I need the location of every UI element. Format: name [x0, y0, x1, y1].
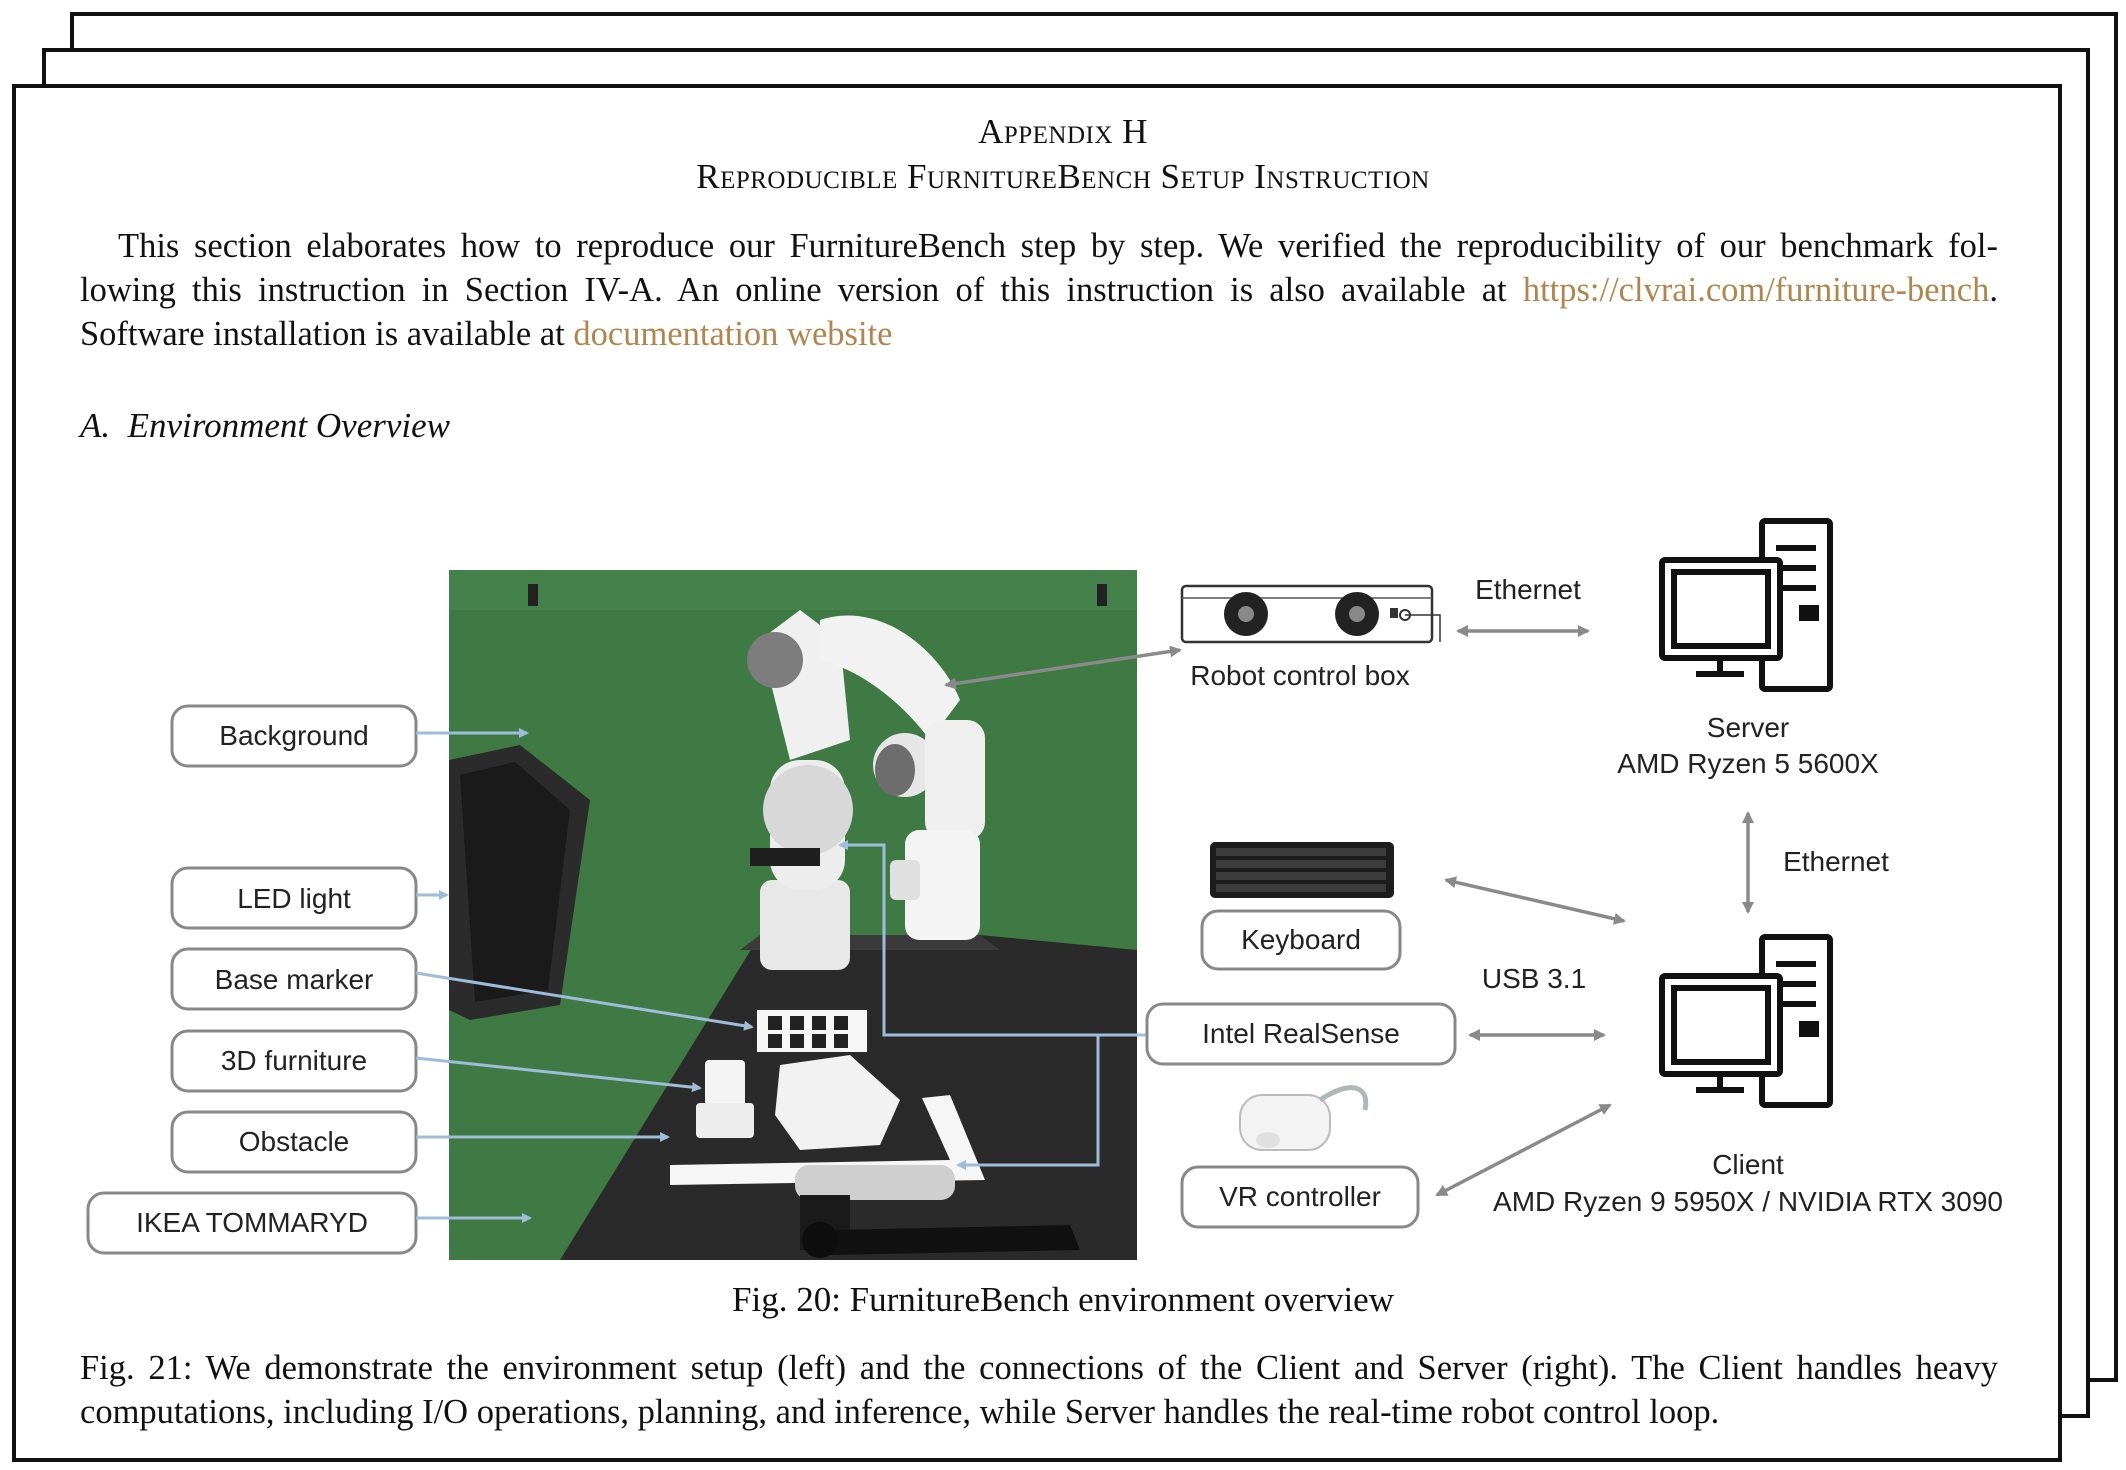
realsense-label: Intel RealSense [1202, 1018, 1400, 1049]
intro-line-3: Software installation is available at do… [80, 312, 1998, 356]
server-cpu-label: AMD Ryzen 5 5600X [1617, 748, 1879, 779]
client-spec-label: AMD Ryzen 9 5950X / NVIDIA RTX 3090 [1493, 1186, 2003, 1217]
ikea-label-box [86, 1191, 418, 1255]
keyboard-label-box [1200, 909, 1402, 971]
base-marker-label: Base marker [215, 964, 374, 995]
furniture-label: 3D furniture [221, 1045, 367, 1076]
intro-line-2-text: lowing this instruction in Section IV-A.… [80, 271, 1523, 309]
project-url-link[interactable]: https://clvrai.com/furniture-bench [1522, 271, 1990, 309]
obstacle-label-box [170, 1110, 418, 1174]
furniture-label-box [170, 1029, 418, 1093]
connection-arrows [944, 625, 1754, 1197]
intro-line-2-end: . [1989, 271, 1998, 309]
intro-paragraph: This section elaborates how to reproduce… [80, 224, 1998, 356]
label-arrows [415, 728, 1147, 1223]
client-computer-icon [1659, 934, 1833, 1108]
obstacle-label: Obstacle [239, 1126, 350, 1157]
background-label: Background [219, 720, 368, 751]
robot-control-box-label: Robot control box [1190, 660, 1409, 691]
ethernet-top-label: Ethernet [1475, 574, 1581, 605]
client-name-label: Client [1712, 1149, 1784, 1180]
robot-control-box-graphic [1180, 584, 1441, 644]
setup-photo [449, 570, 1137, 1260]
intro-line-1: This section elaborates how to reproduce… [118, 227, 1998, 265]
vr-controller-label: VR controller [1219, 1181, 1381, 1212]
led-light-label-box [170, 866, 418, 930]
left-labels: Background LED light Base marker 3D furn… [86, 704, 418, 1255]
usb-label: USB 3.1 [1482, 963, 1586, 994]
intro-line-2: lowing this instruction in Section IV-A.… [80, 268, 1998, 312]
section-heading: A. Environment Overview [80, 406, 450, 446]
section-title: Environment Overview [127, 406, 450, 445]
led-light-label: LED light [237, 883, 351, 914]
appendix-title: Reproducible FurnitureBench Setup Instru… [696, 157, 1430, 196]
section-number: A. [80, 406, 111, 445]
documentation-link[interactable]: documentation website [573, 315, 893, 353]
vr-headset-graphic [1239, 1085, 1369, 1151]
figure-21-caption: Fig. 21: We demonstrate the environment … [80, 1349, 1998, 1431]
vr-controller-label-box [1180, 1165, 1420, 1229]
ikea-label: IKEA TOMMARYD [136, 1207, 368, 1238]
keyboard-label: Keyboard [1241, 924, 1361, 955]
appendix-label: Appendix H [978, 112, 1148, 151]
base-marker-label-box [170, 947, 418, 1011]
background-label-box [170, 704, 418, 768]
server-name-label: Server [1707, 712, 1789, 743]
ethernet-side-label: Ethernet [1783, 846, 1889, 877]
keyboard-graphic [1210, 842, 1394, 898]
server-computer-icon [1659, 518, 1833, 692]
intro-line-3-text: Software installation is available at [80, 315, 574, 353]
figure-20-caption: Fig. 20: FurnitureBench environment over… [732, 1280, 1394, 1319]
realsense-label-box [1145, 1002, 1457, 1066]
